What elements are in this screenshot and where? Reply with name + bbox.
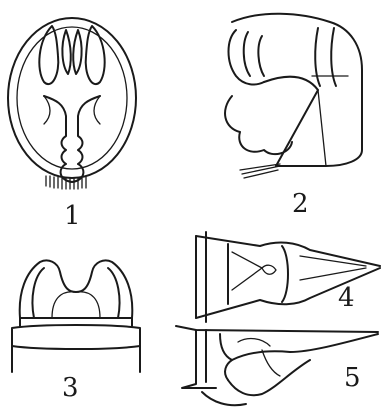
- figure-4-number: 4: [338, 283, 355, 313]
- figure-5-number: 5: [344, 363, 361, 393]
- figure-1-drawing: [8, 18, 136, 189]
- figure-1-number: 1: [64, 201, 81, 231]
- figure-2-number: 2: [292, 189, 309, 219]
- figure-2-drawing: [225, 14, 362, 178]
- figure-3-drawing: [12, 260, 140, 372]
- figure-3-number: 3: [62, 373, 79, 403]
